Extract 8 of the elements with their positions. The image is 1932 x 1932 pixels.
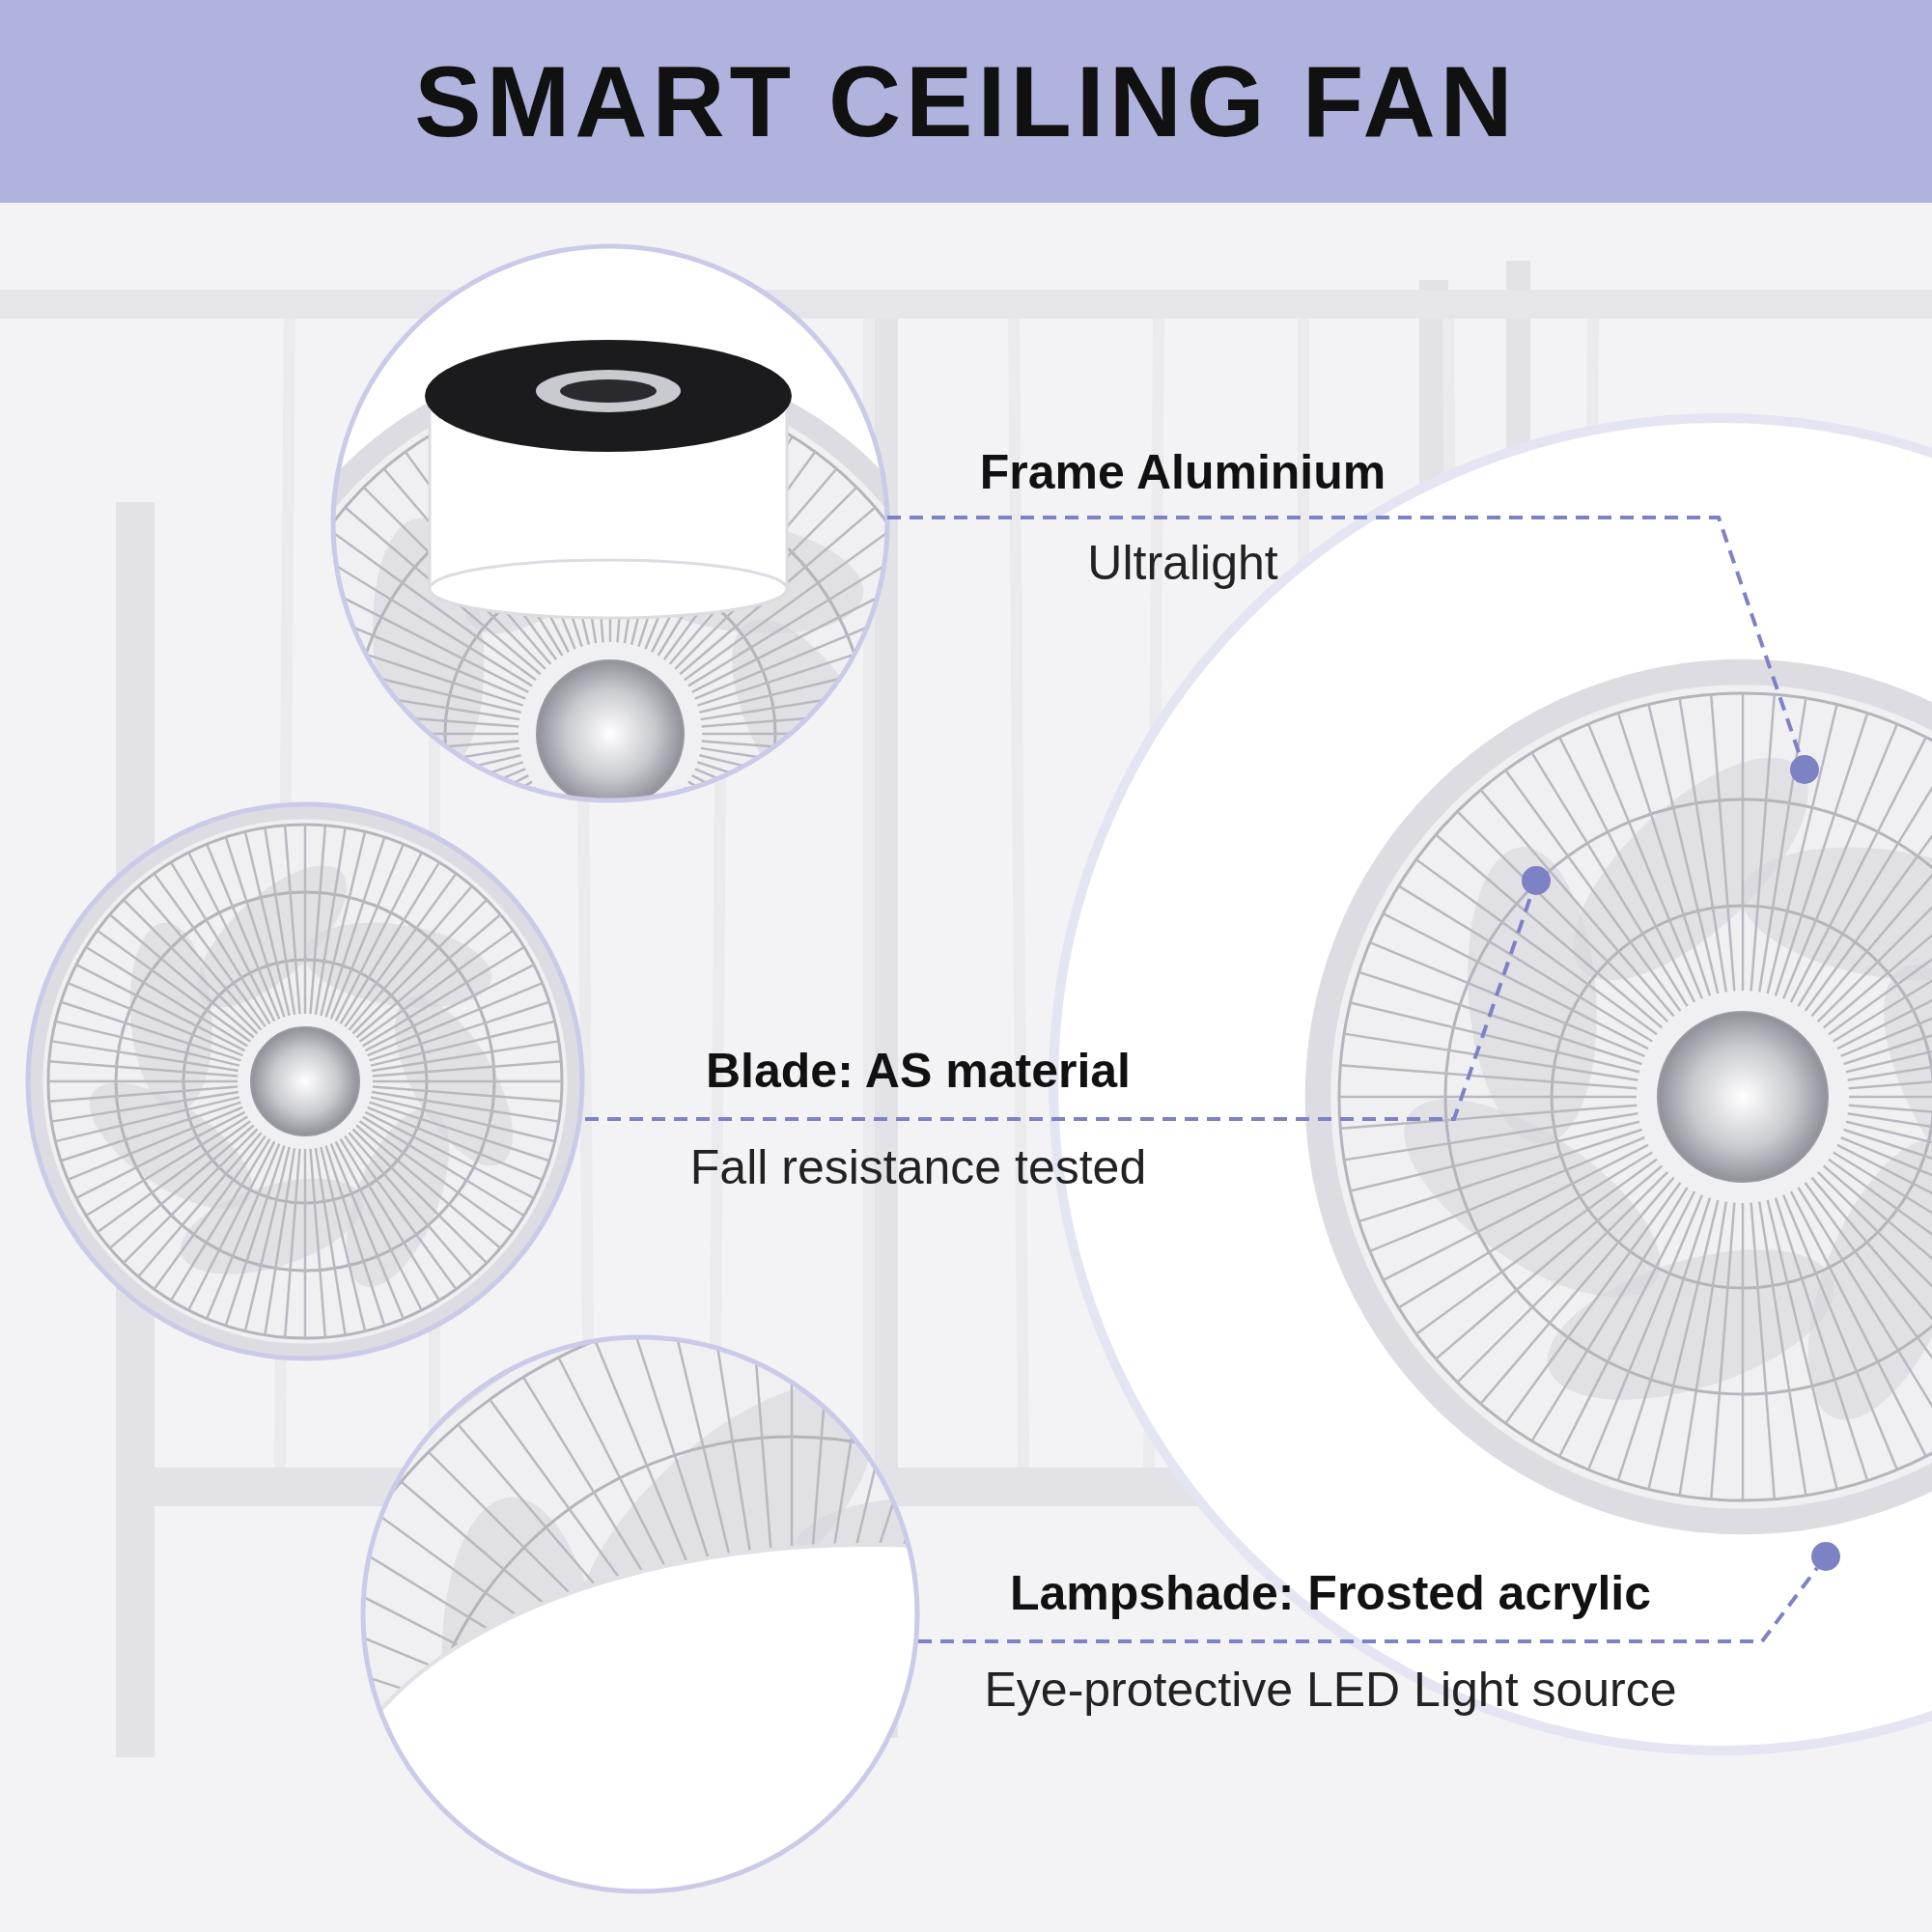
feature-description: Eye-protective LED Light source xyxy=(984,1662,1677,1719)
feature-description: Ultralight xyxy=(1087,535,1278,592)
title: SMART CEILING FAN xyxy=(414,43,1518,159)
feature-description: Fall resistance tested xyxy=(689,1139,1147,1196)
feature-heading: Frame Aluminium xyxy=(979,444,1386,501)
feature-heading: Blade: AS material xyxy=(706,1043,1131,1100)
leader-line xyxy=(918,1566,1819,1643)
feature-heading: Lampshade: Frosted acrylic xyxy=(1009,1565,1652,1622)
